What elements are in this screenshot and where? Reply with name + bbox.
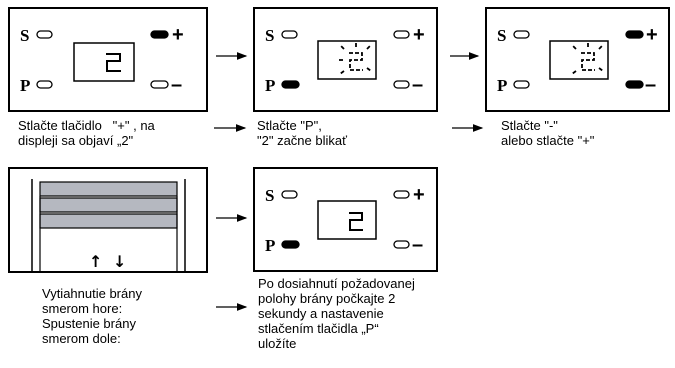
p-label: P	[265, 76, 275, 95]
s-indicator	[36, 30, 53, 39]
plus-label: +	[413, 184, 425, 206]
control-panel-2: S P + –	[253, 7, 438, 112]
minus-indicator	[393, 240, 410, 249]
control-panel-3: S P + –	[485, 7, 670, 112]
p-label: P	[20, 76, 30, 95]
plus-indicator	[393, 30, 410, 39]
control-panel-4: S P + –	[253, 167, 438, 272]
up-arrow-icon: ↑	[89, 252, 102, 271]
s-label: S	[497, 26, 506, 45]
p-indicator	[281, 80, 300, 89]
caption-step3: Stlačte "-" alebo stlačte "+"	[501, 118, 595, 148]
minus-label: –	[412, 234, 423, 256]
garage-door-illustration: ↑ ↓	[8, 167, 208, 273]
digit-two	[349, 212, 363, 231]
plus-label: +	[646, 24, 658, 46]
caption-step2: Stlačte "P", "2" začne blikať	[257, 118, 347, 148]
digit-two-blinking	[571, 42, 604, 75]
s-label: S	[265, 26, 274, 45]
digit-display	[549, 40, 609, 80]
plus-label: +	[413, 24, 425, 46]
p-indicator	[281, 240, 300, 249]
p-indicator	[513, 80, 530, 89]
s-label: S	[265, 186, 274, 205]
digit-two-blinking	[339, 42, 372, 75]
p-label: P	[497, 76, 507, 95]
plus-label: +	[172, 24, 184, 46]
plus-indicator	[625, 30, 644, 39]
minus-indicator	[150, 80, 169, 89]
s-indicator	[281, 30, 298, 39]
digit-display	[73, 42, 135, 82]
plus-indicator	[393, 190, 410, 199]
control-panel-1: S P + –	[8, 7, 208, 112]
door-slats	[39, 181, 178, 229]
minus-label: –	[171, 74, 182, 96]
plus-indicator	[150, 30, 169, 39]
s-indicator	[281, 190, 298, 199]
caption-step4-save: Po dosiahnutí požadovanej polohy brány p…	[258, 276, 415, 351]
minus-indicator	[625, 80, 644, 89]
digit-two	[106, 53, 121, 72]
digit-display	[317, 200, 377, 240]
minus-indicator	[393, 80, 410, 89]
down-arrow-icon: ↓	[113, 252, 126, 271]
minus-label: –	[412, 74, 423, 96]
p-indicator	[36, 80, 53, 89]
digit-display	[317, 40, 377, 80]
s-label: S	[20, 26, 29, 45]
caption-step1: Stlačte tlačidlo "+" , na displeji sa ob…	[18, 118, 155, 148]
caption-step4-door: Vytiahnutie brány smerom hore: Spustenie…	[42, 286, 142, 346]
minus-label: –	[645, 74, 656, 96]
s-indicator	[513, 30, 530, 39]
p-label: P	[265, 236, 275, 255]
